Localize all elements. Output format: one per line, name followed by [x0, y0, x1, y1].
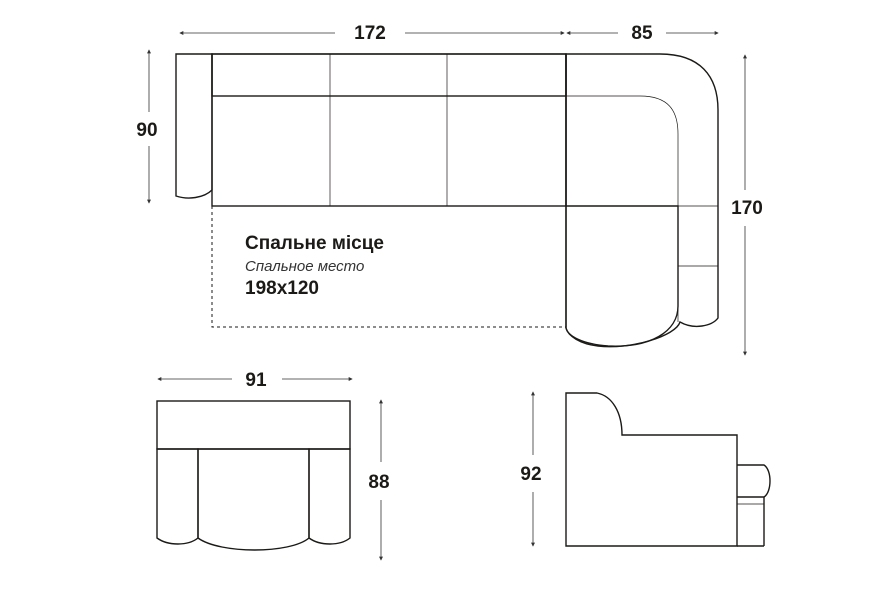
dimension-width-corner-label: 85 — [631, 23, 653, 44]
sleeping-area-title: Спальне місце — [245, 233, 384, 254]
front-view: 91 88 — [156, 370, 390, 561]
front-seat — [197, 448, 310, 551]
chaise-cushion — [565, 205, 679, 347]
front-left-arm — [156, 448, 199, 545]
dimension-front-width: 91 — [157, 370, 353, 391]
side-armrest — [737, 464, 771, 498]
dimension-side-height-label: 92 — [520, 464, 541, 485]
back-bolster — [211, 53, 567, 97]
sleeping-area-outline — [211, 206, 566, 328]
sleeping-area-size: 198x120 — [245, 278, 319, 299]
dimension-length: 170 — [731, 54, 763, 356]
top-view: 172 85 90 170 — [136, 23, 763, 356]
seat-frame — [211, 53, 567, 207]
dimension-side-height: 92 — [520, 391, 542, 547]
sleeping-area-subtitle: Спальное место — [245, 258, 364, 275]
corner-section — [565, 53, 719, 348]
side-profile — [565, 392, 738, 547]
dimension-length-label: 170 — [731, 198, 763, 219]
dimension-front-height-label: 88 — [368, 472, 389, 493]
dimension-depth-label: 90 — [136, 120, 157, 141]
side-view: 92 — [520, 391, 771, 547]
dimension-front-width-label: 91 — [245, 370, 267, 391]
dimension-width-main-label: 172 — [354, 23, 386, 44]
front-back-rest — [156, 400, 351, 450]
left-armrest — [175, 53, 213, 199]
front-right-arm — [308, 448, 351, 545]
dimension-front-height: 88 — [368, 399, 390, 561]
dimension-depth: 90 — [136, 49, 158, 204]
dimension-width-main: 172 — [179, 23, 565, 44]
dimension-width-corner: 85 — [566, 23, 719, 44]
